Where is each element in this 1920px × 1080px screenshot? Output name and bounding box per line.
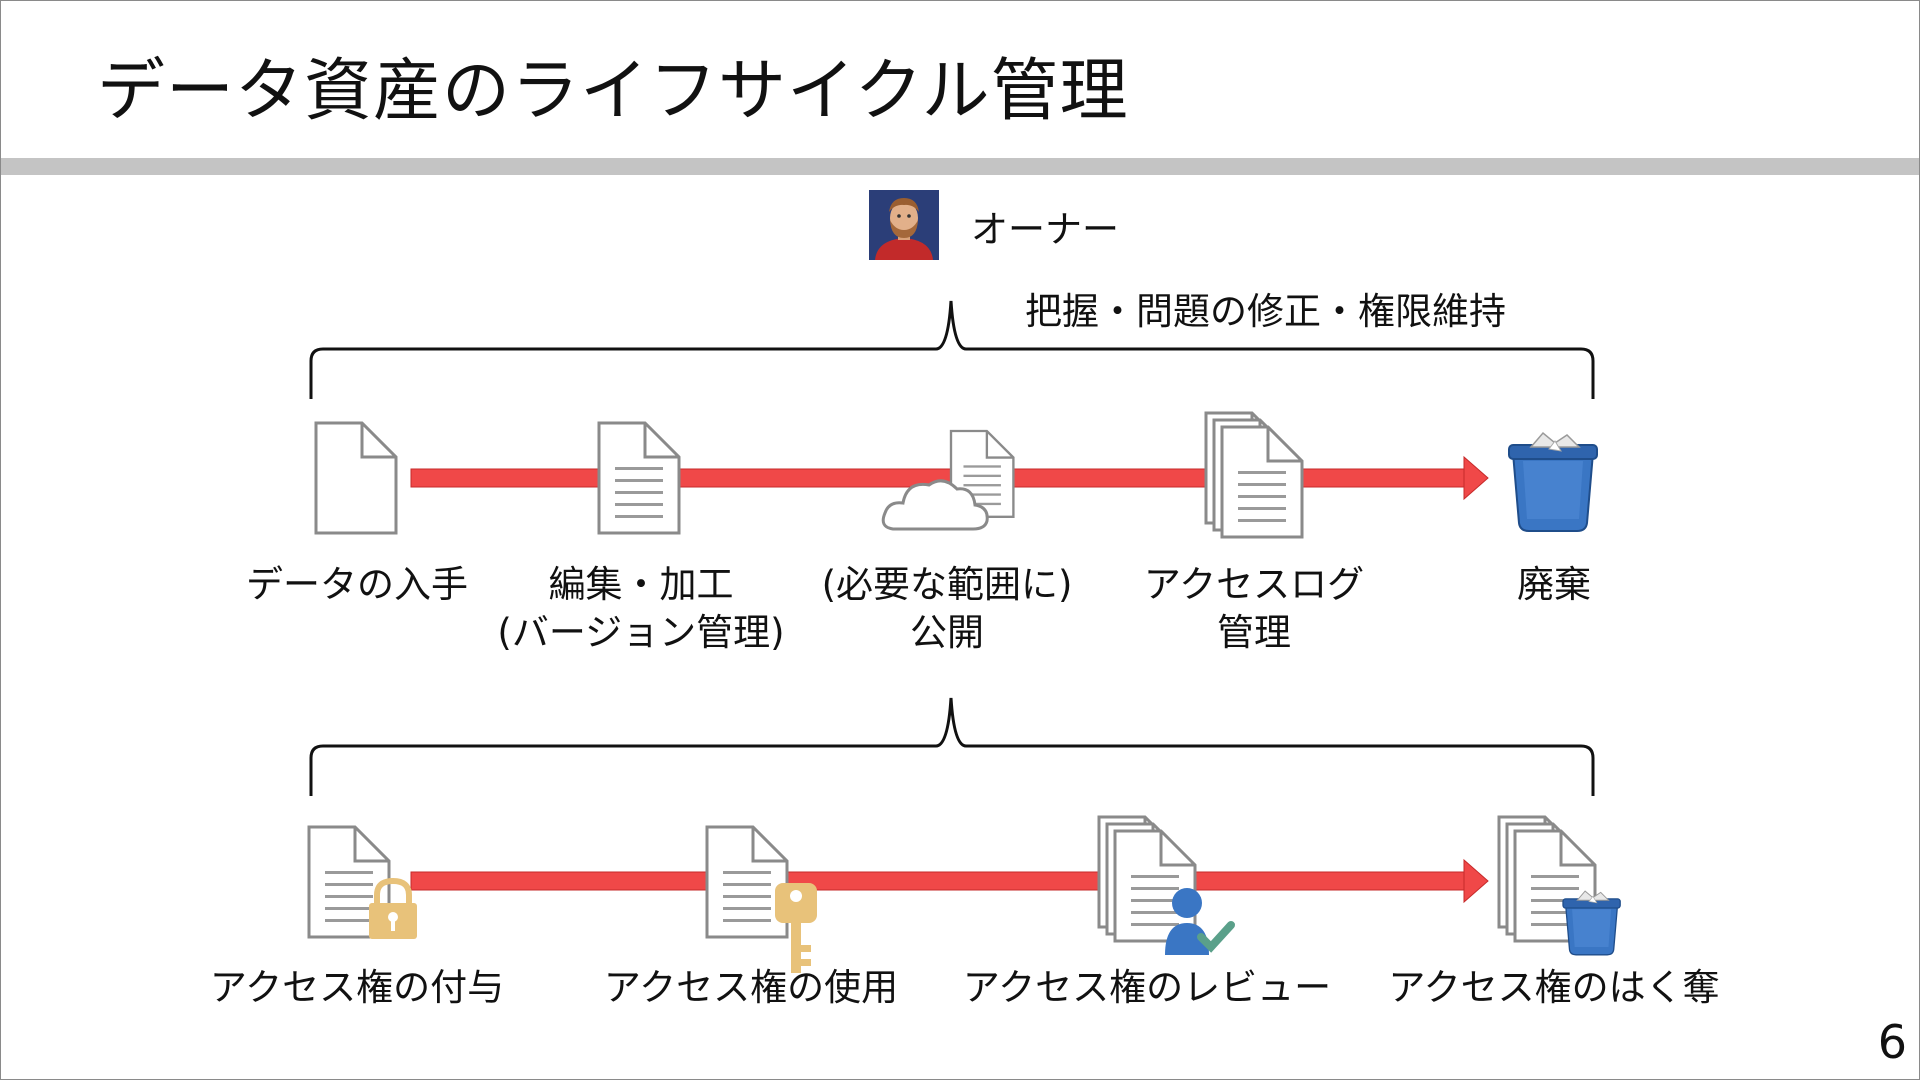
step-label: 公開	[910, 611, 984, 654]
step-label: アクセス権の付与	[209, 966, 505, 1009]
step-label: データの入手	[246, 563, 468, 606]
document-revoke-icon	[1499, 817, 1621, 956]
key-icon	[775, 883, 817, 973]
document-key-icon	[705, 825, 817, 973]
slide-title: データ資産のライフサイクル管理	[97, 52, 1129, 131]
lifecycle-step-publish: (必要な範囲に) 公開	[822, 561, 1073, 657]
scope-brace-lower	[309, 697, 1595, 796]
trash-icon	[1508, 432, 1598, 532]
owner-scope: 把握・問題の修正・権限維持	[1025, 290, 1506, 333]
step-label: 編集・加工	[548, 563, 734, 606]
access-step-use: アクセス権の使用	[604, 964, 898, 1012]
avatar-icon	[869, 190, 939, 260]
document-icon	[597, 421, 681, 535]
scope-brace-upper	[309, 300, 1595, 399]
lifecycle-step-edit: 編集・加工 (バージョン管理)	[497, 561, 784, 657]
page-number: 6	[1877, 1015, 1907, 1069]
step-label: 廃棄	[1517, 563, 1591, 606]
step-label: 管理	[1217, 611, 1291, 654]
lifecycle-step-log: アクセスログ 管理	[1144, 561, 1364, 657]
cloud-document-icon	[881, 429, 1015, 531]
title-rule	[1, 158, 1919, 175]
owner-label: オーナー	[971, 208, 1119, 251]
step-label: (バージョン管理)	[497, 611, 785, 654]
document-icon	[314, 421, 398, 535]
step-label: アクセス権の使用	[603, 966, 899, 1009]
trash-icon	[1562, 890, 1621, 956]
document-lock-icon	[307, 825, 417, 939]
lifecycle-step-dispose: 廃棄	[1517, 561, 1591, 609]
access-arrow	[410, 858, 1489, 904]
user-check-icon	[1165, 888, 1235, 955]
access-step-revoke: アクセス権のはく奪	[1388, 964, 1719, 1012]
lock-icon	[369, 877, 417, 939]
step-label: (必要な範囲に)	[821, 563, 1073, 606]
step-label: アクセス権のレビュー	[962, 966, 1332, 1009]
step-label: アクセス権のはく奪	[1388, 966, 1720, 1009]
document-stack-icon	[1206, 413, 1302, 537]
cloud-icon	[881, 479, 989, 531]
lifecycle-step-acquire: データの入手	[246, 561, 468, 609]
step-label: アクセスログ	[1143, 563, 1365, 606]
access-step-review: アクセス権のレビュー	[963, 964, 1331, 1012]
document-review-icon	[1099, 817, 1235, 955]
access-step-grant: アクセス権の付与	[210, 964, 504, 1012]
